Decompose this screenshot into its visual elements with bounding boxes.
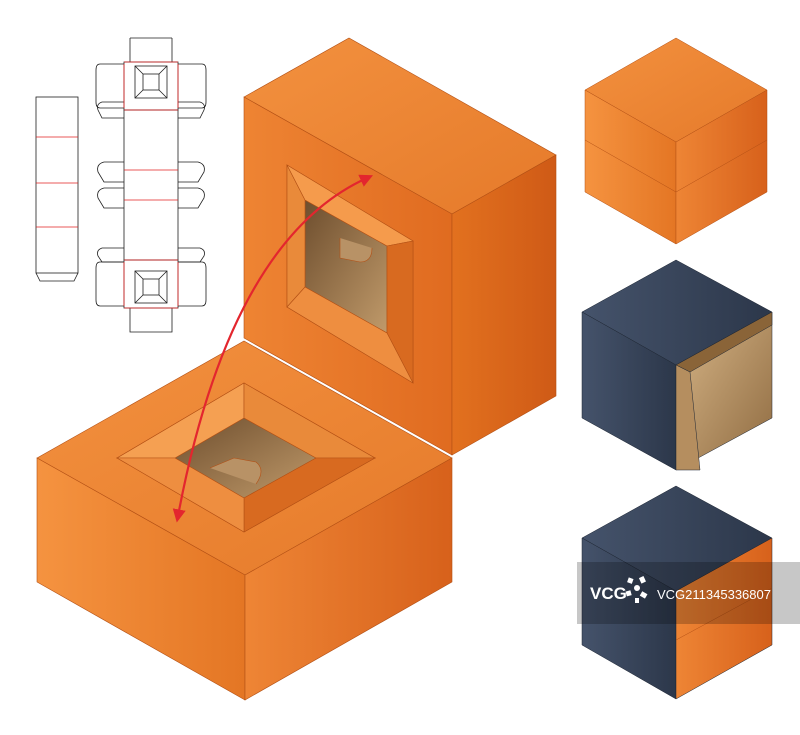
open-close-arrow bbox=[172, 174, 374, 523]
small-box-orange bbox=[584, 37, 768, 245]
dieline-window-bottom bbox=[134, 270, 168, 304]
vcg-watermark: VCG VCG211345336807 bbox=[577, 562, 800, 624]
dieline-template bbox=[35, 37, 207, 333]
dieline-window-top bbox=[134, 65, 168, 99]
watermark-logo-icon bbox=[625, 576, 648, 603]
large-box-open bbox=[36, 37, 557, 701]
watermark-brand: VCG bbox=[590, 584, 627, 603]
small-box-navy-open bbox=[581, 259, 773, 471]
small-box-navy-sleeve bbox=[581, 485, 773, 700]
dieline-side-strip bbox=[35, 96, 79, 282]
dieline-main-spine bbox=[95, 37, 207, 333]
watermark-id: VCG211345336807 bbox=[657, 587, 771, 602]
